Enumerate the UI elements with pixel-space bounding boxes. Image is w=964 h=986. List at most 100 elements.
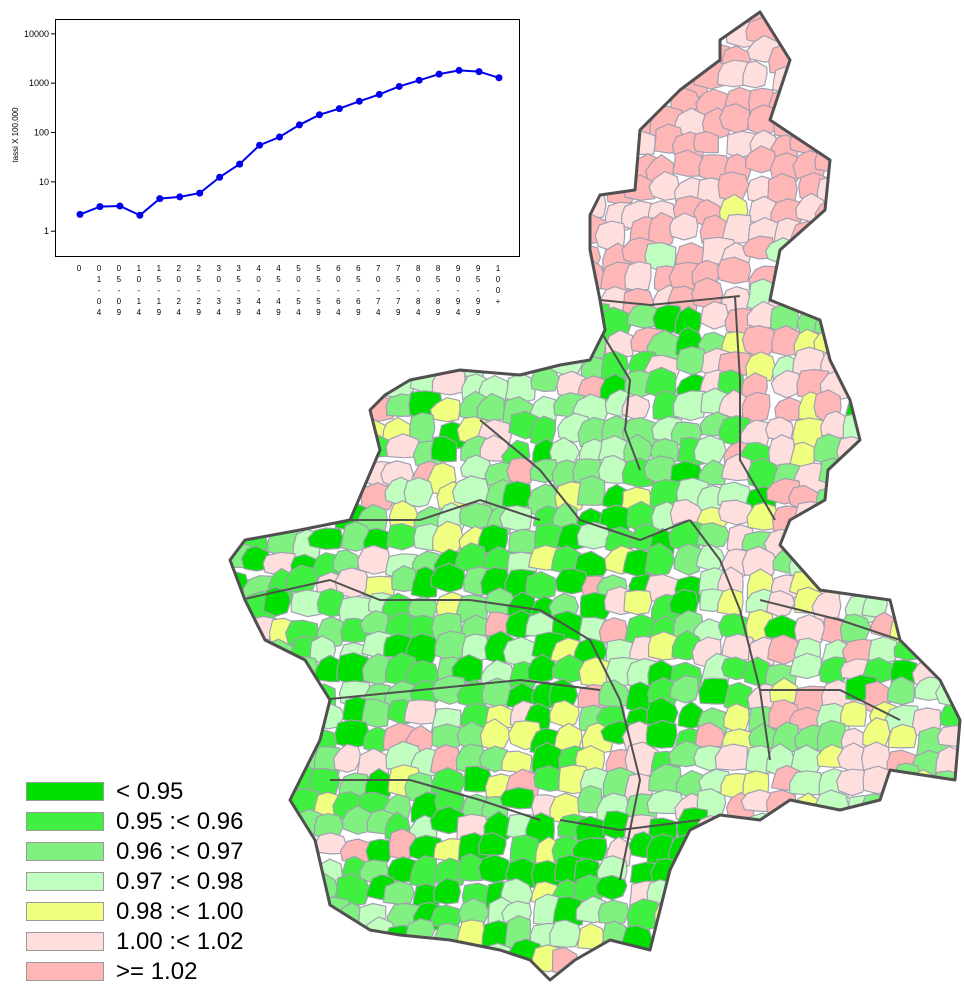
municipality-area: [334, 872, 371, 907]
municipality-area: [815, 485, 850, 512]
legend-item: < 0.95: [26, 778, 286, 805]
y-tick-label: 1000: [29, 78, 49, 88]
municipality-area: [451, 475, 490, 507]
legend-label: < 0.95: [116, 778, 184, 805]
y-tick-label: 10000: [24, 29, 49, 39]
province-border: [539, 609, 642, 881]
municipality-area: [356, 544, 391, 575]
data-point: [415, 76, 423, 84]
municipality-area: [887, 723, 918, 749]
legend-swatch: [26, 812, 104, 831]
age-rate-chart-svg: [76, 66, 503, 219]
legend-swatch: [26, 962, 104, 981]
series-line: [79, 69, 500, 217]
data-point: [435, 70, 443, 78]
municipality-area: [793, 613, 827, 646]
municipality-area: [525, 570, 557, 600]
data-point: [335, 105, 343, 113]
municipality-area: [597, 899, 630, 925]
municipality-area: [621, 924, 654, 958]
municipality-area: [693, 434, 727, 466]
data-point: [116, 202, 124, 210]
data-point: [76, 210, 84, 218]
municipality-area: [549, 699, 580, 728]
province-border: [689, 519, 771, 761]
municipality-area: [431, 723, 463, 751]
legend-label: 0.98 :< 1.00: [116, 898, 244, 925]
legend-swatch: [26, 842, 104, 861]
x-tick-label: 0: [77, 264, 82, 273]
municipality-area: [818, 457, 849, 487]
municipality-area: [600, 261, 633, 292]
municipality-area: [382, 880, 415, 905]
municipality-area: [741, 545, 778, 578]
municipality-area: [478, 832, 507, 857]
municipality-area: [621, 394, 651, 421]
legend-item: 0.95 :< 0.96: [26, 808, 286, 835]
municipality-area: [742, 60, 768, 89]
data-point: [176, 193, 184, 201]
municipality-area: [548, 919, 582, 948]
legend-item: 0.97 :< 0.98: [26, 868, 286, 895]
province-border: [599, 329, 641, 471]
municipality-area: [597, 454, 627, 484]
legend-swatch: [26, 782, 104, 801]
municipality-area: [645, 719, 678, 749]
municipality-area: [456, 679, 490, 708]
municipality-area: [673, 543, 703, 576]
municipality-area: [595, 874, 628, 901]
province-border: [734, 295, 776, 521]
y-tick-label: 10: [39, 177, 49, 187]
municipality-area: [504, 373, 536, 404]
legend-item: >= 1.02: [26, 958, 286, 985]
municipality-area: [307, 527, 344, 551]
municipality-area: [694, 721, 726, 750]
y-tick-label: 1: [44, 226, 49, 236]
municipality-area: [788, 770, 823, 796]
municipality-area: [574, 550, 611, 578]
municipality-area: [477, 854, 513, 884]
municipality-area: [671, 149, 705, 177]
municipality-area: [410, 565, 438, 599]
municipality-area: [789, 652, 822, 680]
municipality-area: [555, 568, 587, 595]
age-rate-chart: [55, 19, 520, 257]
municipality-area: [692, 130, 719, 154]
data-point: [96, 203, 104, 211]
data-point: [455, 66, 463, 74]
legend-item: 0.96 :< 0.97: [26, 838, 286, 865]
legend-label: 1.00 :< 1.02: [116, 928, 244, 955]
data-point: [375, 90, 383, 98]
province-border: [759, 599, 901, 641]
province-border: [559, 819, 701, 832]
municipality-area: [672, 390, 707, 422]
municipality-area: [723, 703, 750, 734]
data-point: [475, 68, 483, 76]
y-tick-label: 100: [34, 128, 49, 138]
legend-label: 0.96 :< 0.97: [116, 838, 244, 865]
municipality-area: [835, 768, 869, 797]
province-borders: [239, 295, 901, 881]
data-point: [136, 211, 144, 219]
municipality-area: [598, 617, 628, 644]
data-point: [395, 82, 403, 90]
municipality-area: [363, 767, 392, 801]
data-point: [295, 121, 303, 129]
province-border: [319, 678, 601, 701]
municipality-area: [290, 589, 324, 618]
municipality-area: [716, 256, 752, 285]
municipality-area: [770, 369, 802, 399]
